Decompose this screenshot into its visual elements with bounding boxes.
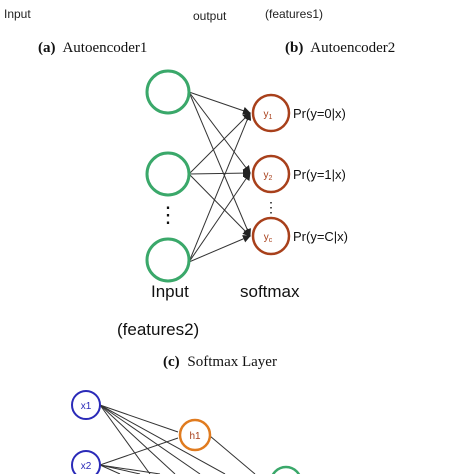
caption-a: (a) Autoencoder1 — [38, 40, 147, 56]
output-node-y2 — [251, 154, 291, 194]
input-node-3 — [145, 237, 191, 283]
caption-c: (c) Softmax Layer — [163, 354, 277, 370]
softmax-input-label: Input — [151, 282, 189, 301]
y1-letter: y — [264, 109, 269, 120]
y2-sub: 2 — [269, 175, 273, 182]
features2-label: (features2) — [117, 320, 199, 339]
y1-sub: 1 — [269, 114, 273, 121]
yc-letter: y — [264, 232, 269, 243]
input-node-2 — [145, 151, 191, 197]
prob-label-yc: Pr(y=C|x) — [293, 229, 348, 244]
softmax-layer-label: softmax — [240, 282, 300, 301]
softmax-edges — [188, 91, 252, 263]
bottom-output-node — [271, 465, 301, 474]
x2-node — [71, 450, 101, 474]
top-input-label: Input — [4, 7, 31, 21]
input-dots: ⋮ — [157, 202, 179, 227]
x2-node-label: x2 — [81, 461, 92, 472]
output-node-y2-label: y2 — [264, 170, 273, 182]
prob-label-y1: Pr(y=1|x) — [293, 167, 346, 182]
caption-b: (b) Autoencoder2 — [285, 40, 395, 56]
top-output-label: output — [193, 9, 227, 23]
output-dots: ⋮ — [264, 199, 278, 215]
y2-letter: y — [264, 170, 269, 181]
caption-c-letter: (c) — [163, 354, 180, 370]
input-node-1 — [145, 69, 191, 115]
output-node-yc-label: yc — [264, 232, 273, 244]
caption-a-text: Autoencoder1 — [62, 40, 147, 56]
x1-node — [71, 390, 101, 420]
h1-node-label: h1 — [189, 431, 201, 442]
caption-b-letter: (b) — [285, 40, 303, 56]
prob-label-y0: Pr(y=0|x) — [293, 106, 346, 121]
output-node-y1 — [251, 93, 291, 133]
caption-b-text: Autoencoder2 — [310, 40, 395, 56]
caption-a-letter: (a) — [38, 40, 56, 56]
h1-node — [178, 418, 212, 452]
output-node-y1-label: y1 — [264, 109, 273, 121]
bottom-edges — [99, 404, 256, 474]
top-features1-label: (features1) — [265, 7, 323, 21]
output-node-yc — [251, 216, 291, 256]
yc-sub: c — [269, 237, 273, 244]
x1-node-label: x1 — [81, 401, 92, 412]
caption-c-text: Softmax Layer — [187, 354, 277, 370]
